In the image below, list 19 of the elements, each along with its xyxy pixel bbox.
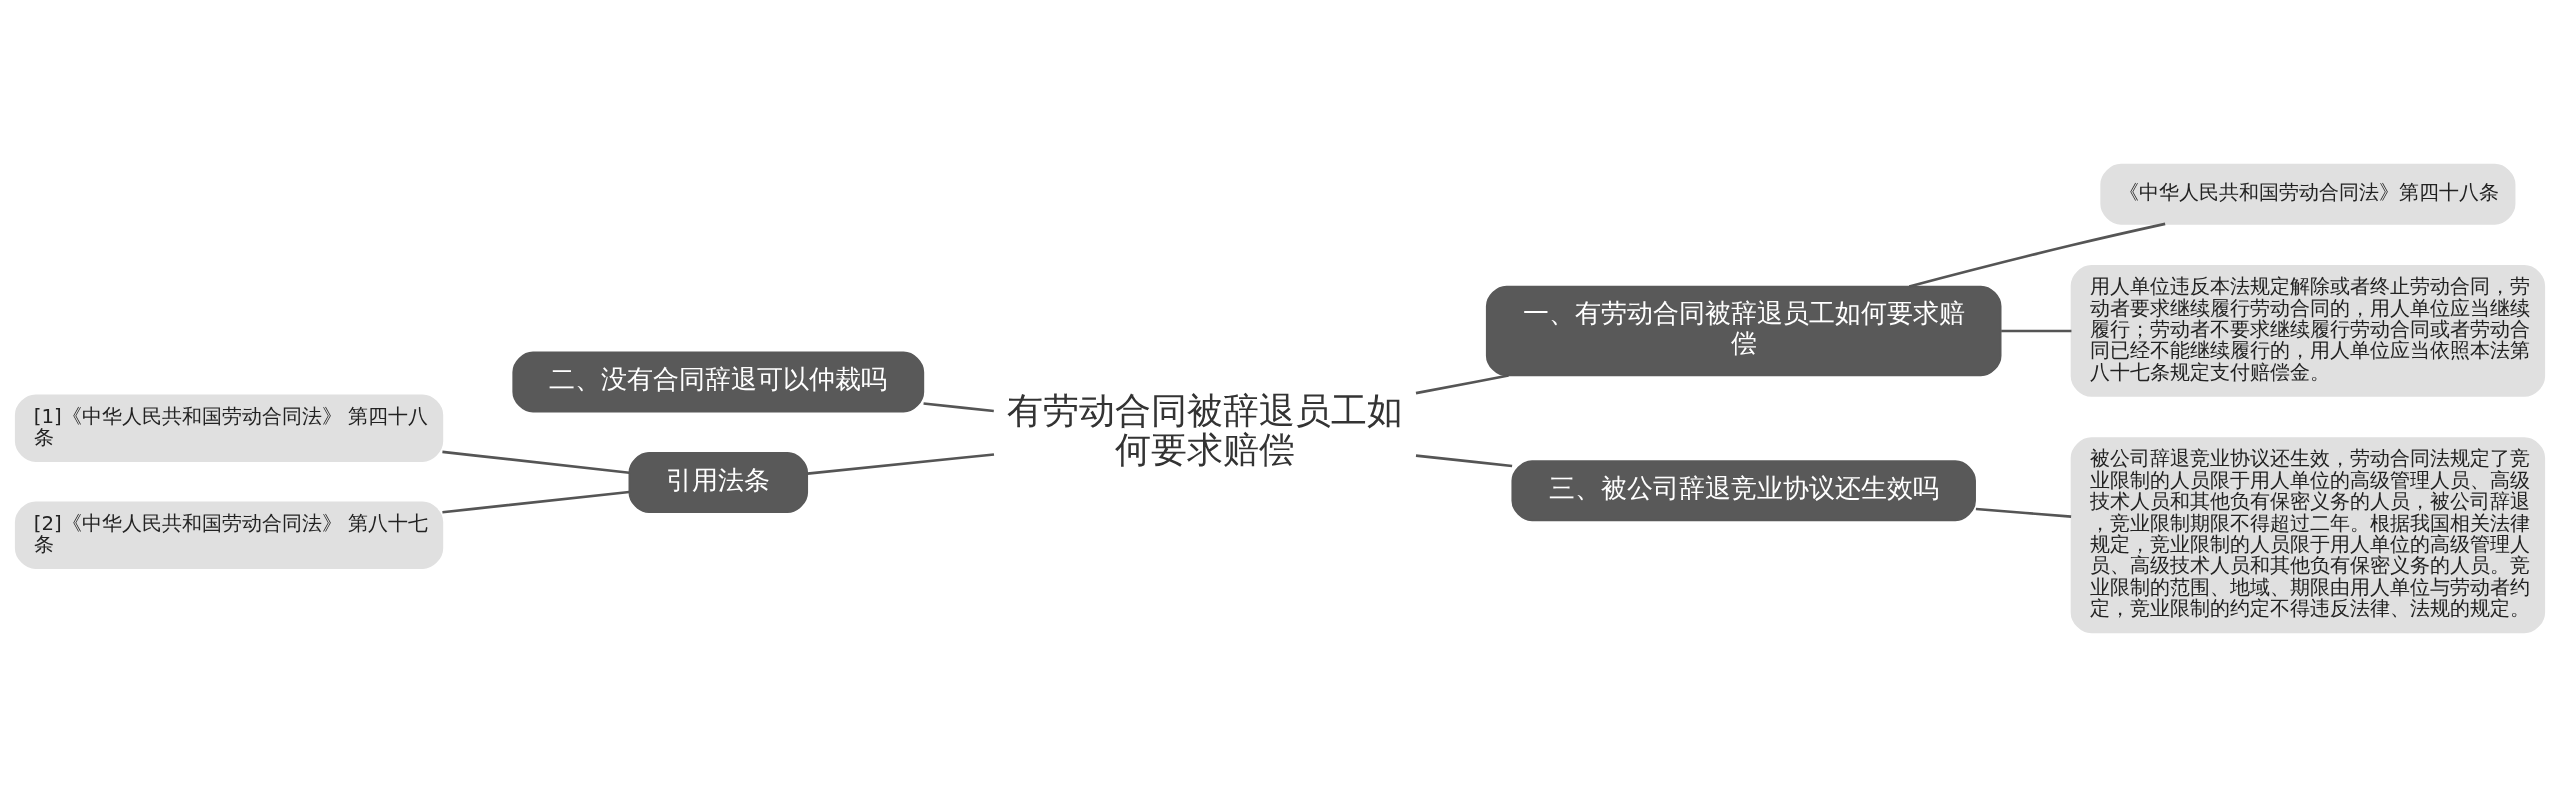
node-text: 有劳动合同被辞退员工如何要求赔偿 [1007, 388, 1404, 471]
node-box: [1]《中华人民共和国劳动合同法》 第四十八条 [14, 393, 444, 462]
connector [807, 452, 995, 475]
node-box: 三、被公司辞退竞业协议还生效吗 [1511, 459, 1976, 521]
node-box: 用人单位违反本法规定解除或者终止劳动合同，劳动者要求继续履行劳动合同的，用人单位应当继续履行；劳动者不要求继续履行劳动合同或者劳动合同已经不能继续履行的，用人单位应当依照本法第八十七条规定支付赔偿金。 [2070, 264, 2546, 397]
node-box: 《中华人民共和国劳动合同法》第四十八条 [2100, 163, 2516, 225]
node-box: 二、没有合同辞退可以仲裁吗 [512, 351, 925, 412]
node-box: 被公司辞退竞业协议还生效，劳动合同法规定了竞业限制的人员限于用人单位的高级管理人员、高级技术人员和其他负有保密义务的人员，被公司辞退，竞业限制期限不得超过二年。根据我国相关法律规定，竞业限制的人员限于用人单位的高级管理人员、高级技术人员和其他负有保密义务的人员。竞业限制的范围、地域、期限由用人单位与劳动者约定，竞业限制的约定不得违反法律、法规的规定。 [2070, 436, 2546, 633]
connector [1975, 507, 2072, 518]
connector [1415, 373, 1509, 394]
connector [442, 490, 630, 514]
node-box: 一、有劳动合同被辞退员工如何要求赔偿 [1485, 285, 2002, 376]
connector [442, 450, 630, 474]
connector [2001, 329, 2072, 332]
connector [1908, 222, 2166, 288]
node-box: [2]《中华人民共和国劳动合同法》 第八十七条 [14, 500, 444, 569]
node-box: 引用法条 [628, 451, 809, 513]
connector [1415, 453, 1513, 467]
connector [923, 401, 994, 412]
